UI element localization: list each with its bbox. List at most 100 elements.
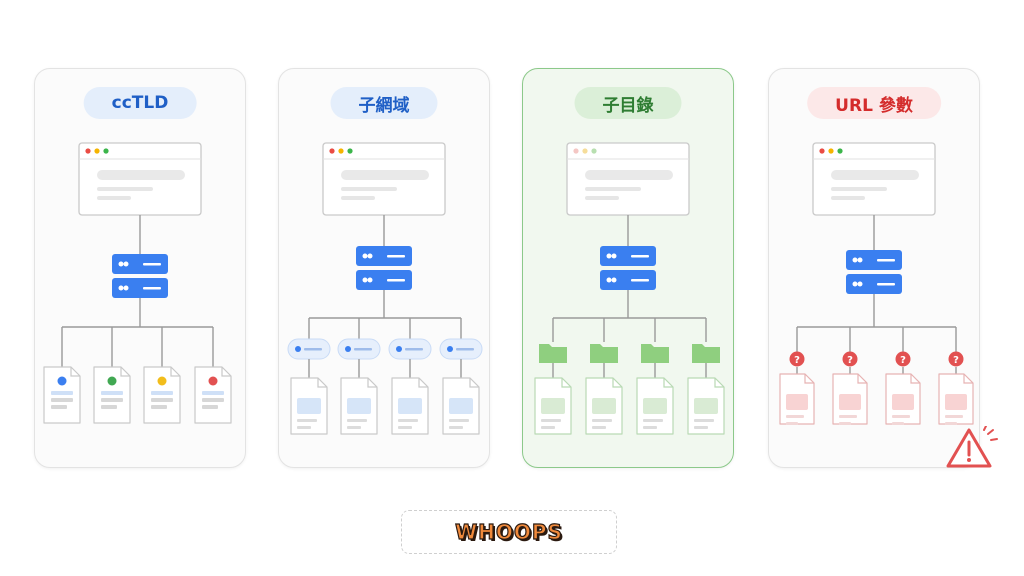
server-light bbox=[367, 253, 373, 259]
panel-title-subdirectory: 子目錄 bbox=[574, 87, 682, 119]
document-icon bbox=[938, 373, 974, 425]
document-block bbox=[694, 398, 718, 414]
question-badge bbox=[789, 351, 805, 367]
document-block bbox=[945, 394, 967, 410]
question-mark: ? bbox=[900, 355, 906, 366]
document-fold bbox=[857, 374, 867, 384]
document-icon bbox=[340, 377, 378, 435]
browser-dot bbox=[347, 148, 353, 154]
document-dot bbox=[208, 376, 218, 386]
document-icon bbox=[43, 366, 81, 424]
document-line bbox=[643, 419, 663, 422]
document-line bbox=[839, 422, 851, 425]
browser-dot bbox=[819, 148, 825, 154]
document-line bbox=[892, 415, 910, 418]
subdomain-pill-line bbox=[304, 348, 322, 351]
folder-shape bbox=[692, 344, 720, 363]
subdomain-pill-line bbox=[456, 348, 474, 351]
panel-title-url-params: URL 參數 bbox=[807, 87, 941, 119]
browser-window bbox=[78, 142, 202, 216]
document-block bbox=[643, 398, 667, 414]
panel-diagram-2 bbox=[287, 142, 483, 435]
browser-address-bar bbox=[341, 170, 429, 180]
server-unit bbox=[846, 274, 902, 294]
server-light bbox=[367, 277, 373, 283]
question-icon: ? bbox=[895, 351, 911, 367]
document-line bbox=[101, 405, 117, 409]
document-line bbox=[347, 419, 367, 422]
document-block bbox=[786, 394, 808, 410]
document-icon bbox=[194, 366, 232, 424]
question-icon: ? bbox=[948, 351, 964, 367]
browser-text-line bbox=[341, 196, 375, 200]
server-slot bbox=[143, 263, 161, 266]
server-light bbox=[852, 281, 858, 287]
browser-window bbox=[322, 142, 446, 216]
browser-dot bbox=[582, 148, 588, 154]
server-light bbox=[118, 285, 124, 291]
panel-diagram-1 bbox=[43, 142, 232, 424]
document-line bbox=[151, 391, 173, 395]
document-line bbox=[592, 426, 606, 429]
document-fold bbox=[612, 378, 622, 388]
subdomain-pill-dot bbox=[345, 346, 351, 352]
folder-icon bbox=[641, 344, 669, 363]
document-fold bbox=[70, 367, 80, 377]
document-fold bbox=[663, 378, 673, 388]
document-line bbox=[347, 426, 361, 429]
document-icon bbox=[391, 377, 429, 435]
question-mark: ? bbox=[847, 355, 853, 366]
server-light bbox=[118, 261, 124, 267]
subdomain-pill-line bbox=[354, 348, 372, 351]
subdomain-pill-line bbox=[405, 348, 423, 351]
browser-dot bbox=[837, 148, 843, 154]
browser-address-bar bbox=[585, 170, 673, 180]
document-fold bbox=[561, 378, 571, 388]
document-icon bbox=[585, 377, 623, 435]
subdomain-pill bbox=[337, 338, 381, 360]
question-mark: ? bbox=[953, 355, 959, 366]
document-fold bbox=[963, 374, 973, 384]
document-line bbox=[151, 405, 167, 409]
document-dot bbox=[107, 376, 117, 386]
document-line bbox=[694, 426, 708, 429]
document-line bbox=[945, 415, 963, 418]
server-icon bbox=[846, 250, 902, 294]
document-icon bbox=[143, 366, 181, 424]
browser-address-bar bbox=[831, 170, 919, 180]
question-icon: ? bbox=[789, 351, 805, 367]
document-line bbox=[892, 422, 904, 425]
folder-shape bbox=[590, 344, 618, 363]
document-line bbox=[151, 398, 173, 402]
server-light bbox=[852, 257, 858, 263]
document-line bbox=[202, 405, 218, 409]
document-fold bbox=[910, 374, 920, 384]
document-line bbox=[297, 419, 317, 422]
document-block bbox=[541, 398, 565, 414]
subdomain-pill-dot bbox=[447, 346, 453, 352]
document-line bbox=[839, 415, 857, 418]
document-line bbox=[51, 391, 73, 395]
subdomain-pill bbox=[287, 338, 331, 360]
question-badge bbox=[842, 351, 858, 367]
document-icon bbox=[832, 373, 868, 425]
document-line bbox=[398, 426, 412, 429]
subdomain-pill-dot bbox=[396, 346, 402, 352]
folder-shape bbox=[641, 344, 669, 363]
subdomain-pill bbox=[439, 338, 483, 360]
whoops-box: WHOOPS bbox=[401, 510, 617, 554]
server-slot bbox=[143, 287, 161, 290]
document-line bbox=[694, 419, 714, 422]
browser-dot bbox=[591, 148, 597, 154]
server-light bbox=[611, 253, 617, 259]
browser-address-bar bbox=[97, 170, 185, 180]
server-light bbox=[123, 285, 129, 291]
document-block bbox=[839, 394, 861, 410]
question-badge bbox=[895, 351, 911, 367]
document-block bbox=[592, 398, 616, 414]
document-icon bbox=[636, 377, 674, 435]
folder-icon bbox=[539, 344, 567, 363]
server-light bbox=[606, 277, 612, 283]
server-light bbox=[362, 277, 368, 283]
